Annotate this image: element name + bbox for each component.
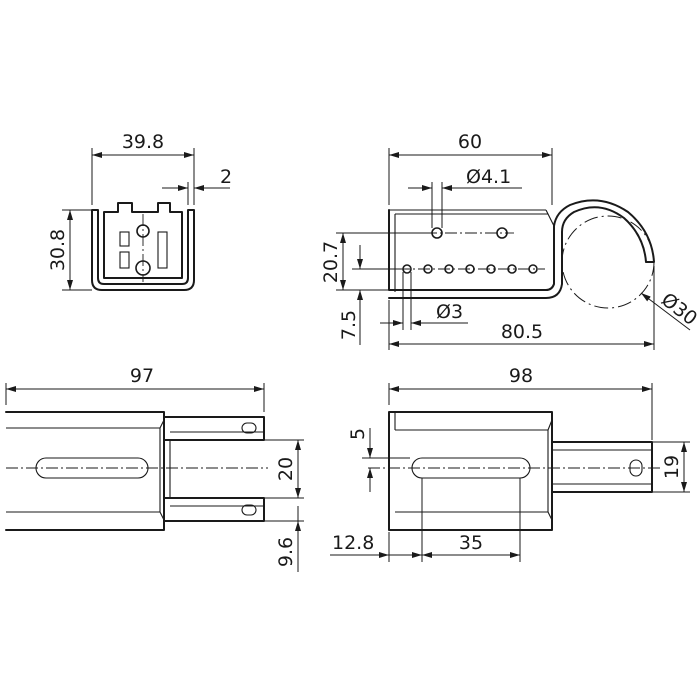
dim-right-slot-length: 35: [459, 532, 483, 554]
left-corner: [159, 511, 165, 521]
front-profile-outer: [91, 209, 195, 291]
dim-side-row-offset: 7.5: [338, 310, 360, 340]
dim-right-slot-offset: 5: [347, 428, 369, 440]
right-tongue: [551, 441, 653, 493]
dim-front-wall: 2: [220, 166, 232, 188]
left-corner: [159, 419, 165, 429]
front-profile-inner: [103, 202, 183, 279]
side-bend: [545, 209, 555, 227]
dim-front-width: 39.8: [122, 131, 164, 153]
dim-side-hole-lower: Ø3: [436, 301, 463, 323]
left-fork-upper: [163, 416, 265, 441]
dim-side-total: 80.5: [501, 321, 543, 343]
front-slot-1: [119, 231, 130, 247]
plan-view-left: 97 20 9.6: [5, 365, 304, 572]
left-fork-upper-hole: [241, 422, 257, 434]
left-body: [5, 411, 165, 531]
dim-right-length: 98: [509, 365, 533, 387]
front-slot-3: [157, 231, 168, 269]
dim-left-fork-offset: 9.6: [275, 537, 297, 567]
left-fork-lower-hole: [241, 504, 257, 516]
front-view: 39.8 2 30.8: [47, 131, 232, 291]
dim-front-height: 30.8: [47, 229, 69, 271]
dim-leader: [640, 292, 691, 331]
dim-side-hook: Ø30: [657, 289, 700, 330]
dim-left-fork-gap: 20: [275, 457, 297, 481]
right-corner: [547, 419, 553, 431]
hook-circle: [561, 215, 655, 309]
left-fork-lower: [163, 497, 265, 522]
front-slot-2: [119, 251, 130, 269]
right-body: [388, 411, 553, 531]
dim-side-row-height: 20.7: [320, 241, 342, 283]
dim-right-slot-start: 12.8: [332, 532, 374, 554]
side-view: 60 Ø4.1 20.7 7.5 Ø3 80.5 Ø30: [320, 131, 700, 350]
side-body-outline: [388, 199, 655, 299]
dim-left-length: 97: [130, 365, 154, 387]
dim-right-tongue: 19: [661, 455, 683, 479]
plan-view-right: 98 5 19 12.8 35: [330, 365, 690, 562]
side-hole-row: [398, 264, 545, 274]
right-corner: [547, 511, 553, 521]
dim-side-length: 60: [458, 131, 482, 153]
dim-side-hole-upper: Ø4.1: [466, 166, 511, 188]
